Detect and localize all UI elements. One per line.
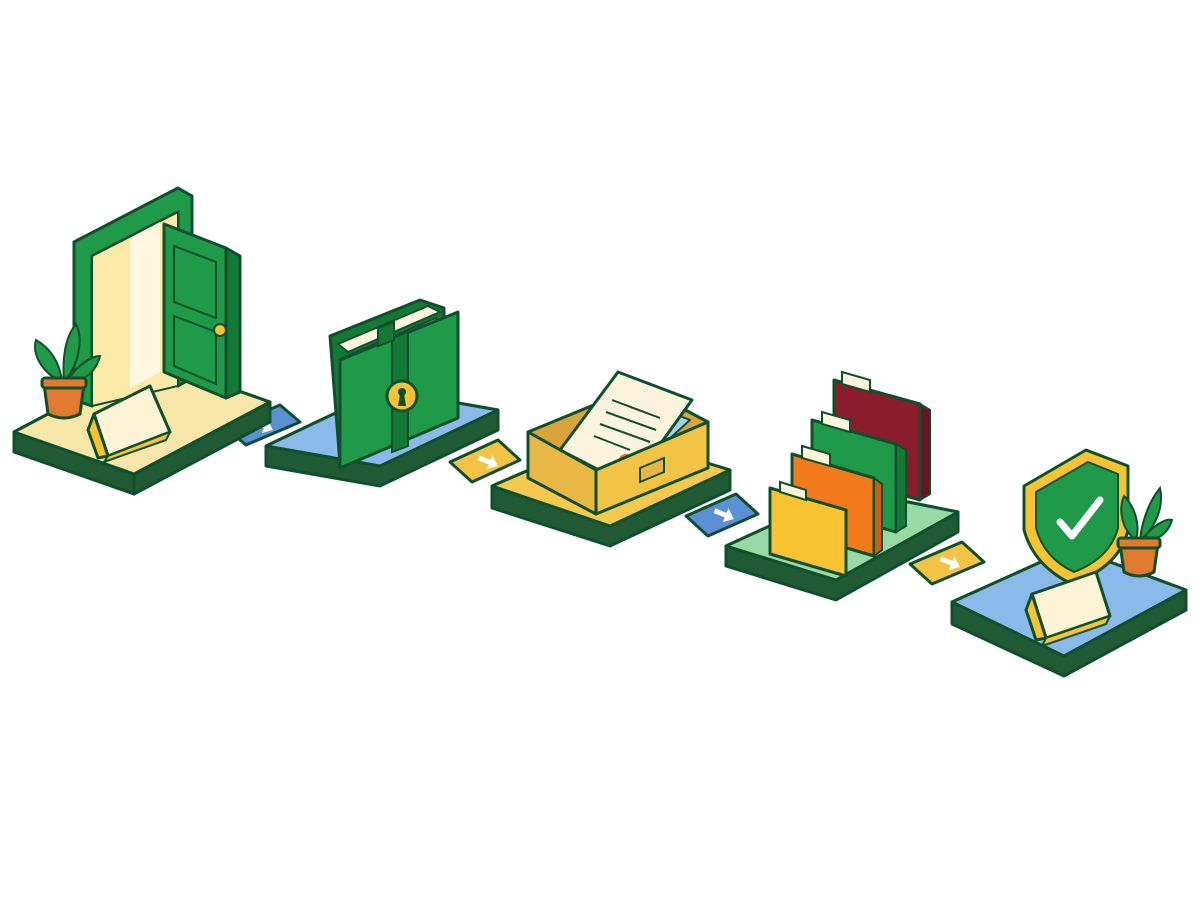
arrow-right-icon bbox=[713, 508, 734, 523]
connector-3 bbox=[684, 492, 760, 538]
arrow-right-icon bbox=[477, 455, 498, 470]
step-organized-files bbox=[724, 370, 960, 602]
shield-check-icon bbox=[1022, 448, 1130, 586]
plant-icon bbox=[1116, 485, 1174, 578]
step-secure-folder bbox=[264, 298, 500, 488]
locked-folder-icon bbox=[328, 298, 460, 470]
desk-sign-icon bbox=[1024, 570, 1112, 647]
arrow-right-icon bbox=[939, 556, 960, 571]
connector-4 bbox=[908, 540, 986, 586]
step-entrance bbox=[12, 186, 272, 496]
step-protected-result bbox=[950, 448, 1188, 678]
file-folders-icon bbox=[768, 370, 931, 578]
plant-icon bbox=[34, 322, 102, 420]
folder-yellow bbox=[768, 486, 848, 578]
connector-2 bbox=[448, 438, 522, 484]
open-door-icon bbox=[72, 186, 242, 408]
desk-sign-icon bbox=[86, 384, 172, 463]
document-tray-icon bbox=[526, 370, 710, 516]
step-document-intake bbox=[490, 370, 732, 548]
